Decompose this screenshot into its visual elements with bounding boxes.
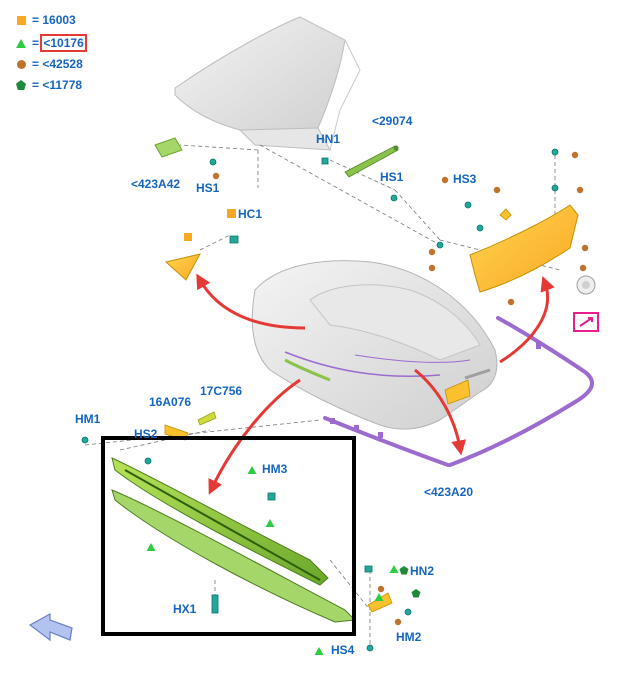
pentagon-icon	[14, 78, 28, 92]
callout-hn1[interactable]: HN1	[316, 132, 341, 146]
callout-hs2[interactable]: HS2	[134, 427, 158, 441]
rear-panel-yellow	[469, 204, 579, 293]
legend-eq: =	[32, 78, 40, 92]
callout-hs3[interactable]: HS3	[453, 172, 477, 186]
round-cap	[576, 275, 596, 295]
callout-hm1[interactable]: HM1	[75, 412, 101, 426]
small-yellow-parts	[164, 411, 393, 613]
legend-row-square: = 16003	[14, 12, 76, 28]
brown-markers	[212, 151, 589, 626]
highlight-box	[101, 436, 356, 636]
callout-16a076[interactable]: 16A076	[149, 395, 192, 409]
callout-29074[interactable]: <29074	[372, 114, 413, 128]
rocker-molding-green	[111, 457, 357, 623]
callout-423a42[interactable]: <423A42	[131, 177, 181, 191]
legend-eq: =	[32, 57, 40, 71]
callout-hs1-left[interactable]: HS1	[196, 181, 220, 195]
circle-icon	[14, 57, 28, 71]
callout-arrows	[196, 273, 555, 495]
hinge-bracket-left	[154, 137, 183, 158]
callout-hc1[interactable]: HC1	[238, 207, 263, 221]
green-molding-upper	[344, 145, 399, 178]
legend-value: <42528	[42, 57, 83, 71]
callout-hm3[interactable]: HM3	[262, 462, 288, 476]
back-arrow-icon[interactable]	[28, 612, 73, 642]
triangle-markers	[146, 466, 399, 655]
fasteners	[81, 148, 559, 652]
square-icon	[14, 13, 28, 27]
callout-hs1-right[interactable]: HS1	[380, 170, 404, 184]
callout-hm2[interactable]: HM2	[396, 630, 422, 644]
legend-value: <11778	[42, 78, 83, 92]
legend-row-pentagon: = <11778	[14, 77, 82, 93]
callout-423a20[interactable]: <423A20	[424, 485, 474, 499]
callout-17c756[interactable]: 17C756	[200, 384, 243, 398]
car-body	[251, 260, 498, 430]
callout-hs4[interactable]: HS4	[331, 643, 355, 657]
legend-row-circle: = <42528	[14, 56, 83, 72]
legend-row-triangle: = <10176	[14, 34, 87, 52]
legend-eq: =	[32, 13, 40, 27]
triangle-icon	[14, 36, 28, 50]
square-markers	[227, 209, 236, 218]
callout-hx1[interactable]: HX1	[173, 602, 197, 616]
pentagon-markers	[399, 566, 421, 598]
legend-eq: =	[32, 36, 40, 50]
trunk-lid	[174, 16, 361, 151]
callout-hn2[interactable]: HN2	[410, 564, 435, 578]
purple-molding	[323, 316, 594, 467]
purple-clips	[330, 343, 541, 438]
camera-icon[interactable]	[573, 312, 599, 332]
bracket-yellow-left	[164, 233, 201, 281]
legend-value: 16003	[42, 13, 76, 27]
legend-value[interactable]: <10176	[40, 34, 87, 52]
